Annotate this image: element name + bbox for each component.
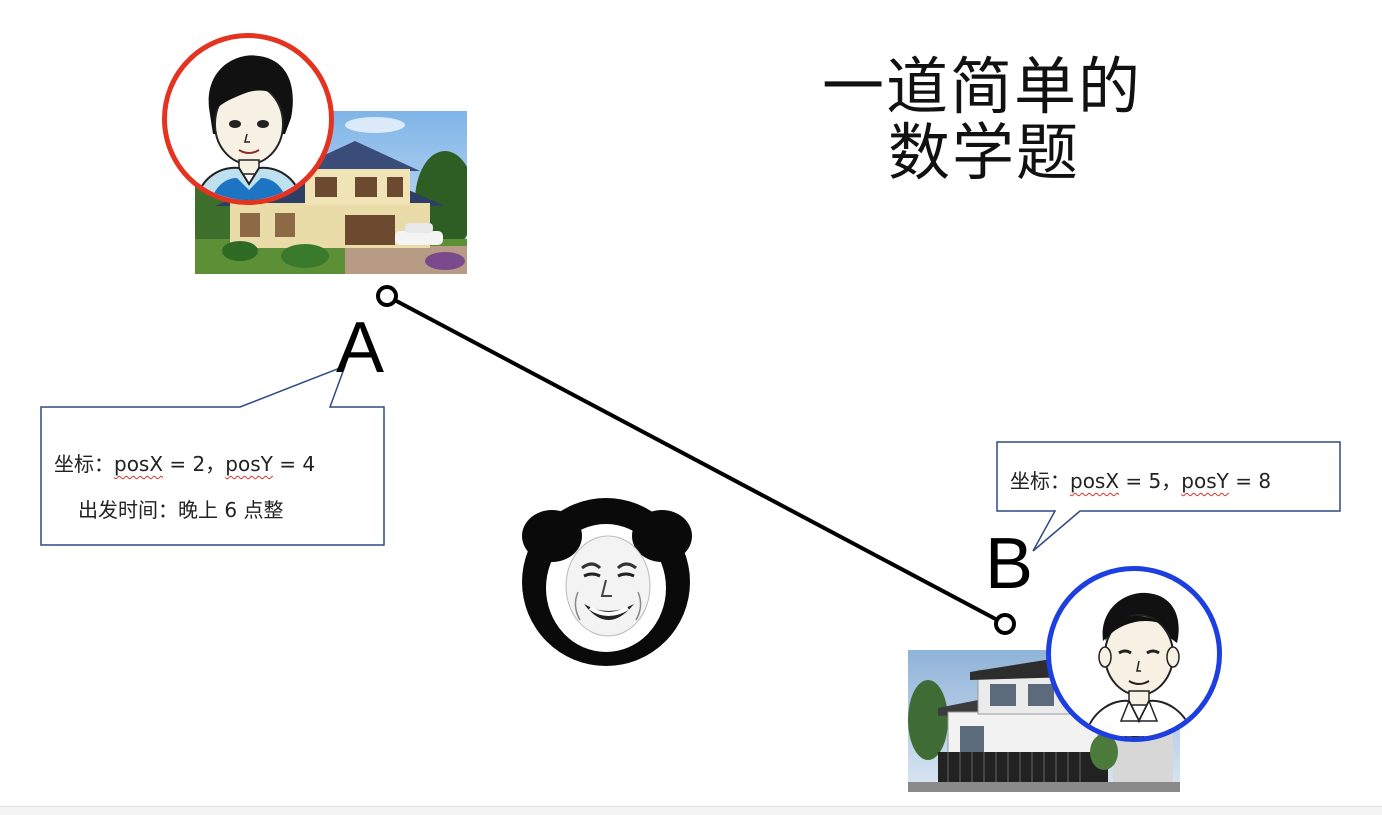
callout-a-coordinates: 坐标：posX = 2，posY = 4 [54,448,315,477]
title-line-1: 一道简单的 [822,50,1143,123]
girl-avatar-icon [162,33,334,205]
posx-value: = 5， [1119,469,1182,493]
posx-value: = 2， [163,452,226,476]
posy-name: posY [1181,469,1229,493]
point-b-label: B [985,524,1034,604]
posy-name: posY [225,452,273,476]
panda-meme-icon [520,496,692,668]
callout-b-coordinates: 坐标：posX = 5，posY = 8 [1010,465,1271,494]
posy-value: = 4 [272,452,316,476]
posx-name: posX [1070,469,1120,493]
callout-b-shape [996,441,1341,552]
connector-line [386,294,1006,626]
coordinate-prefix: 坐标： [1010,469,1070,493]
point-a-label: A [336,308,385,388]
callout-a-departure: 出发时间：晚上 6 点整 [78,498,284,522]
point-b-marker [994,613,1016,635]
boy-avatar-icon [1046,566,1222,742]
title-line-2: 数学题 [888,116,1081,189]
bottom-scrollbar-strip [0,806,1382,815]
coordinate-prefix: 坐标： [54,452,114,476]
point-a-marker [376,285,398,307]
callout-a-shape [40,364,385,546]
posy-value: = 8 [1228,469,1272,493]
posx-name: posX [114,452,164,476]
